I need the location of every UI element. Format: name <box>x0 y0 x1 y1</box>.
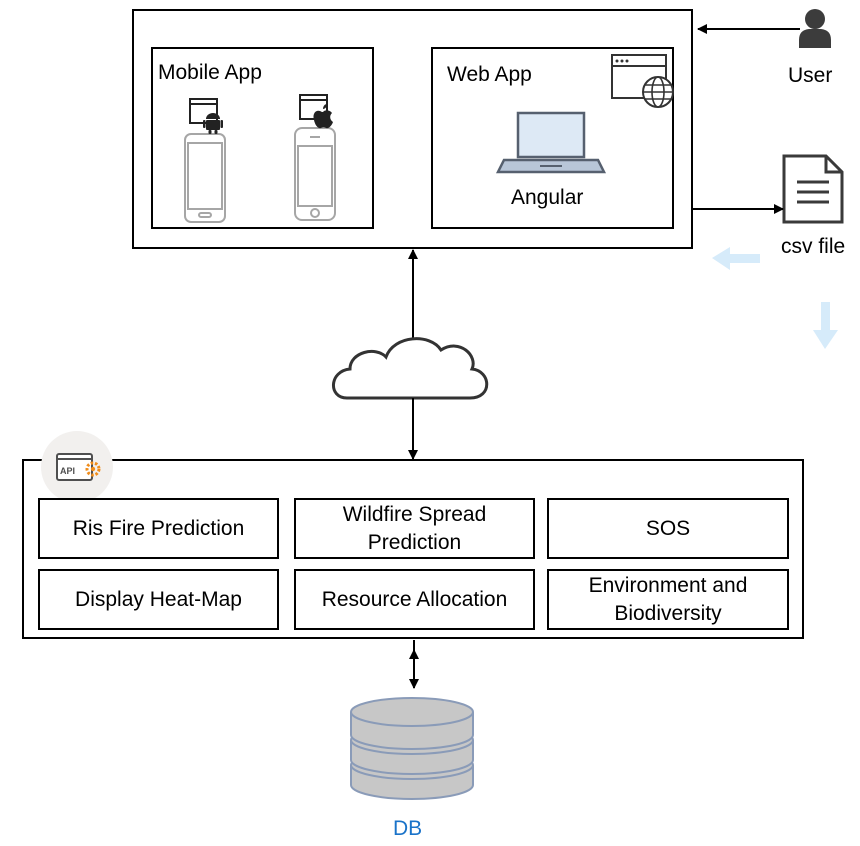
browser-globe-icon <box>611 54 674 108</box>
cloud-icon <box>332 337 489 400</box>
android-phone-icon <box>184 133 226 223</box>
web-app-title: Web App <box>447 63 532 86</box>
faint-down-arrow <box>813 302 838 349</box>
iphone-icon <box>294 127 336 221</box>
faint-left-arrow <box>712 247 760 270</box>
laptop-icon <box>495 111 607 174</box>
db-label: DB <box>393 817 423 840</box>
database-icon <box>350 697 474 800</box>
csv-file-label: csv file <box>781 235 846 258</box>
android-window-icon <box>189 98 223 134</box>
mobile-app-title: Mobile App <box>158 61 262 84</box>
svg-text:API: API <box>60 466 75 476</box>
api-icon: API <box>41 431 113 503</box>
file-icon <box>782 154 844 224</box>
user-icon <box>799 9 831 48</box>
service-ris-fire-prediction: Ris Fire Prediction <box>38 498 279 559</box>
service-display-heat-map: Display Heat-Map <box>38 569 279 630</box>
service-environment-biodiversity: Environment and Biodiversity <box>547 569 789 630</box>
service-sos: SOS <box>547 498 789 559</box>
service-wildfire-spread-prediction: Wildfire Spread Prediction <box>294 498 535 559</box>
web-framework-label: Angular <box>511 186 584 209</box>
apple-window-icon <box>299 94 333 129</box>
service-resource-allocation: Resource Allocation <box>294 569 535 630</box>
user-label: User <box>788 64 833 87</box>
